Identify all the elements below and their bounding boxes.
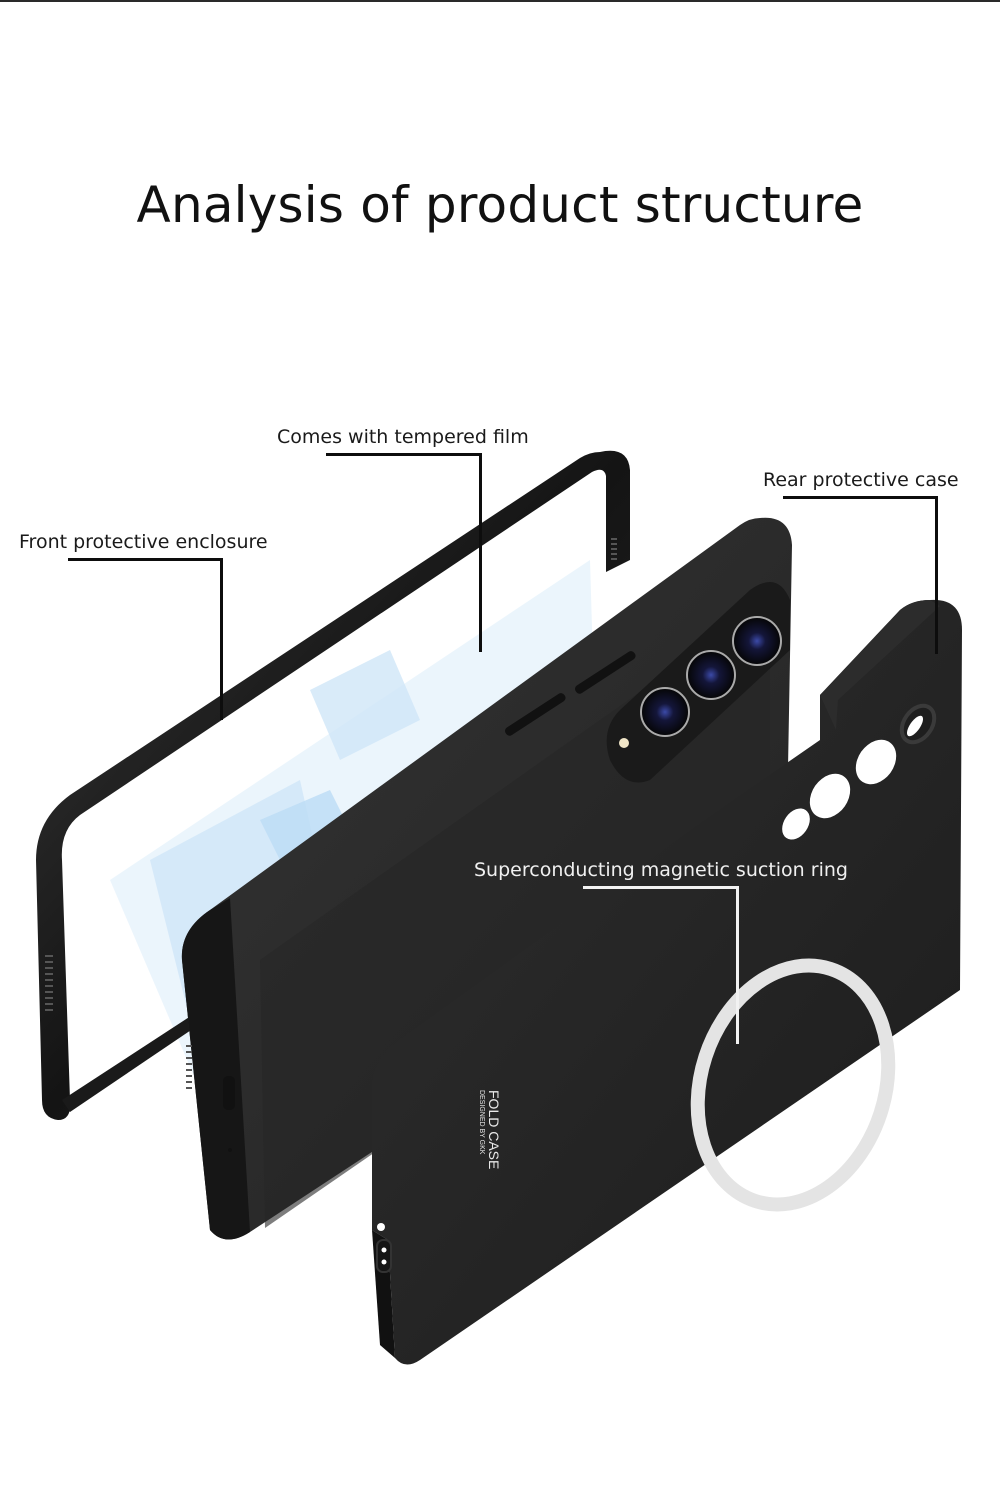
case-brand-text: FOLD CASE bbox=[486, 1090, 502, 1170]
callout-rear-case-label: Rear protective case bbox=[763, 469, 959, 491]
magnetic-ring bbox=[690, 958, 896, 1212]
page-title: Analysis of product structure bbox=[136, 175, 864, 234]
case-tagline-text: DESIGNED BY GKK bbox=[478, 1090, 485, 1155]
callout-tempered-film-line bbox=[479, 453, 482, 652]
callout-rear-case-line bbox=[783, 496, 938, 499]
callout-tempered-film-label: Comes with tempered film bbox=[277, 426, 529, 448]
callout-front-enclosure-line bbox=[68, 558, 223, 561]
callout-front-enclosure-line bbox=[220, 558, 223, 720]
callout-rear-case-line bbox=[935, 496, 938, 654]
top-border bbox=[0, 0, 1000, 2]
callout-magnetic-ring-line bbox=[583, 886, 739, 889]
callout-magnetic-ring-line bbox=[736, 886, 739, 1044]
callout-tempered-film-line bbox=[326, 453, 482, 456]
callout-front-enclosure-label: Front protective enclosure bbox=[19, 531, 268, 553]
callout-magnetic-ring-label: Superconducting magnetic suction ring bbox=[474, 859, 848, 881]
rear-protective-case bbox=[372, 599, 962, 1365]
